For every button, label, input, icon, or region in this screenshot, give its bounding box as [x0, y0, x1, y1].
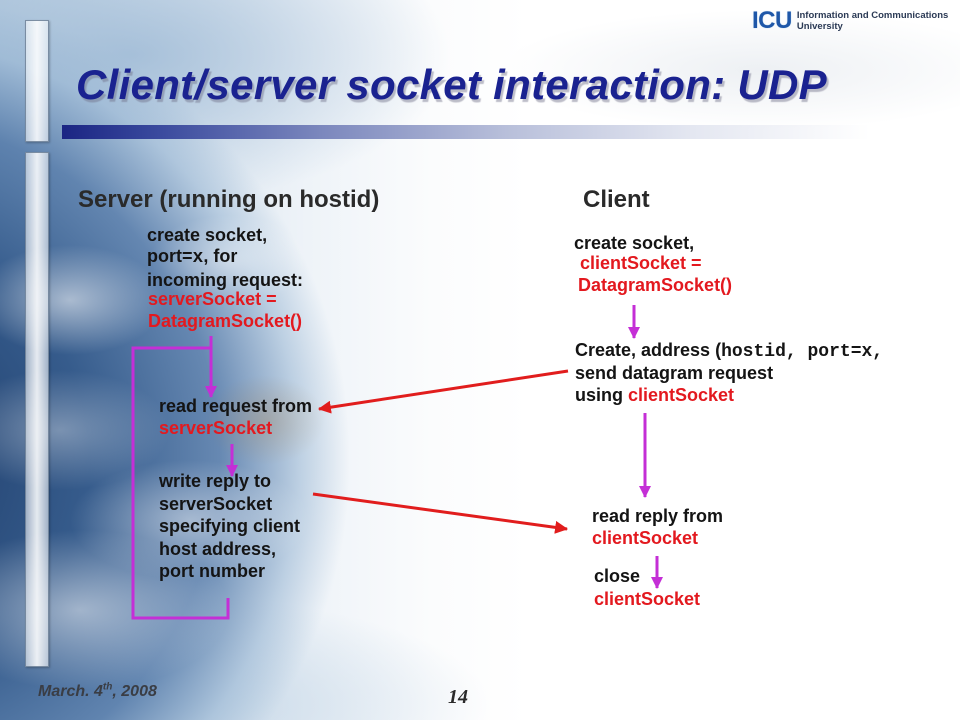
client-using-prefix: using	[575, 385, 628, 405]
icu-logo-text: Information and Communications Universit…	[797, 10, 948, 32]
slide-title: Client/server socket interaction: UDP	[76, 61, 828, 108]
server-socket-assign: serverSocket =	[148, 289, 277, 309]
client-address-line: Create, address (hostid, port=x,	[575, 339, 883, 363]
server-write-socket: serverSocket	[159, 493, 273, 514]
server-port-line: port=x, for	[147, 245, 237, 269]
server-read-socket: serverSocket	[159, 418, 273, 438]
server-port-prefix: port=	[147, 246, 193, 266]
server-read-request-text: read request from	[159, 396, 313, 416]
server-create-line: create socket,	[147, 225, 268, 245]
side-bar-top	[25, 20, 49, 142]
client-datagram-constructor: DatagramSocket()	[578, 275, 733, 295]
client-send-socket: clientSocket	[628, 385, 735, 405]
footer-date-prefix: March. 4	[38, 683, 103, 700]
side-bar-bottom	[25, 152, 49, 667]
client-send-line: send datagram request	[575, 363, 774, 383]
reply-datagram-arrow	[312, 492, 569, 534]
client-close-socket: clientSocket	[594, 589, 701, 609]
request-datagram-arrow	[317, 369, 569, 414]
server-write-reply-text: write reply to	[159, 471, 272, 491]
client-address-prefix: Create, address (	[575, 340, 722, 360]
server-loop-back-line	[131, 346, 230, 620]
icu-logo-mark: ICU	[752, 7, 792, 34]
logo-line-2: University	[796, 21, 843, 32]
server-incoming-line: incoming request:	[147, 270, 304, 290]
footer-date-rest: , 2008	[112, 683, 157, 700]
server-write-step: write reply to serverSocket specifying c…	[159, 470, 300, 583]
server-port-value: x	[192, 248, 204, 268]
client-using-line: using clientSocket	[575, 384, 734, 406]
client-heading: Client	[583, 186, 650, 213]
client-address-value: hostid, port=x,	[721, 342, 884, 362]
server-datagram-constructor: DatagramSocket()	[148, 311, 303, 331]
footer-date: March. 4th, 2008	[38, 682, 157, 702]
server-heading: Server (running on hostid)	[78, 186, 380, 213]
logo-line-1: Information and Communications	[796, 10, 949, 21]
server-write-detail-2: host address,	[159, 538, 277, 559]
client-socket-assign: clientSocket =	[580, 253, 702, 273]
client-close-text: close	[594, 566, 641, 586]
server-write-detail-3: port number	[159, 561, 265, 581]
client-read-socket: clientSocket	[592, 528, 699, 548]
page-number: 14	[448, 686, 468, 708]
client-create-line: create socket,	[574, 233, 695, 253]
footer-date-ordinal: th	[102, 681, 113, 693]
title-underline-bar	[62, 125, 870, 139]
client-read-reply-text: read reply from	[592, 506, 724, 526]
icu-logo: ICU Information and Communications Unive…	[752, 6, 948, 36]
server-write-detail-1: specifying client	[159, 516, 301, 536]
server-port-suffix: , for	[203, 246, 238, 266]
